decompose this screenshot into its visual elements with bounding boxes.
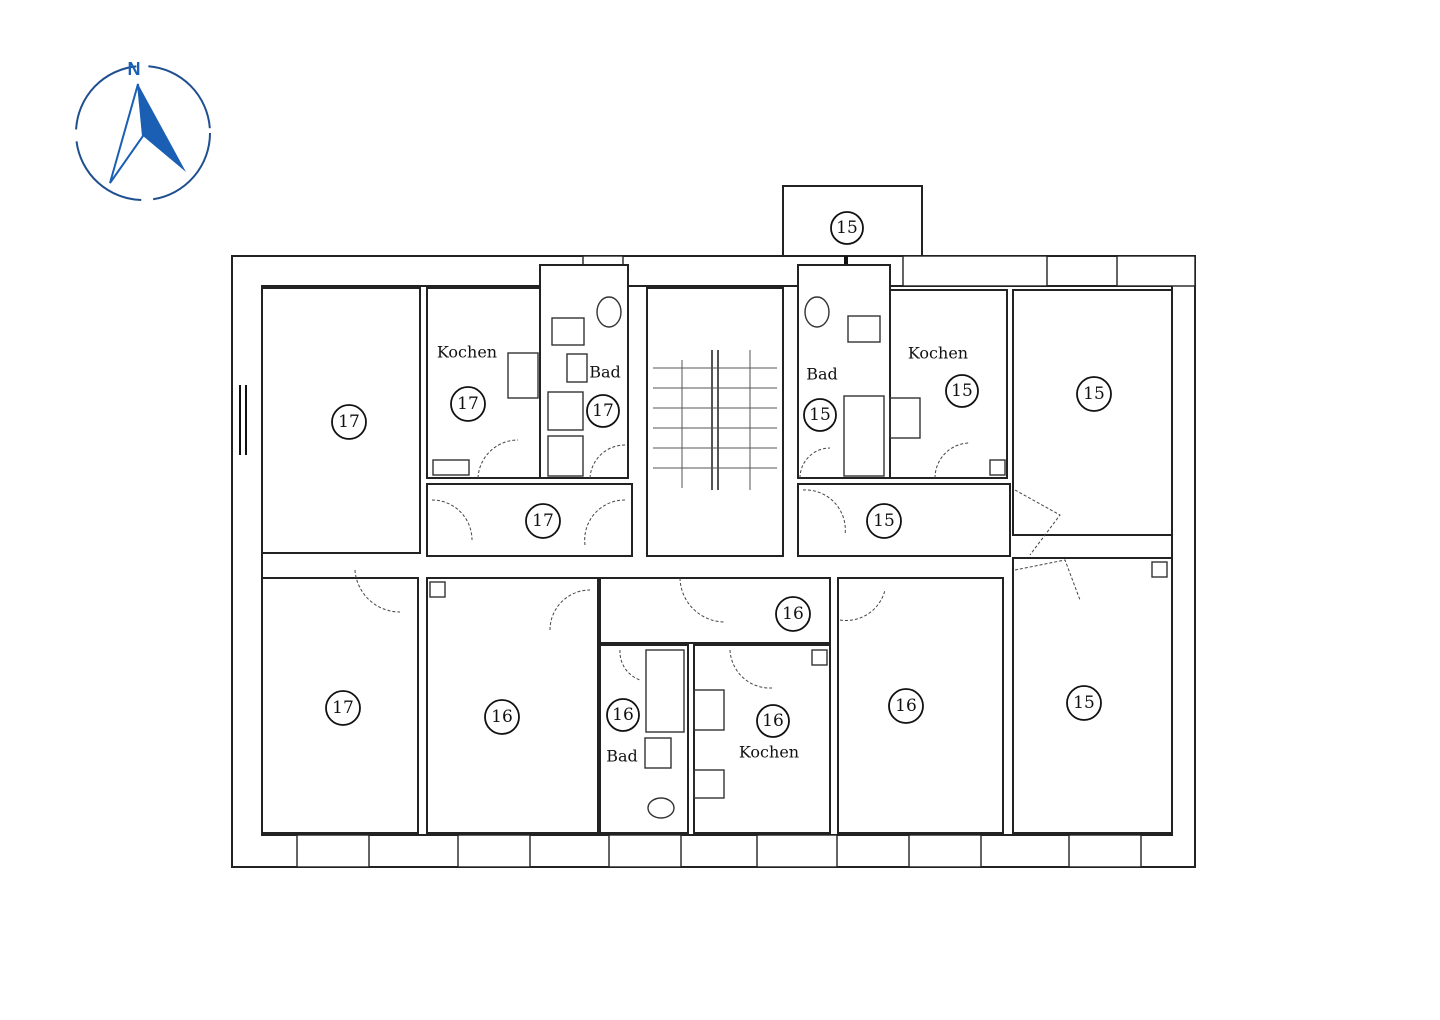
room-name: Kochen: [908, 344, 968, 363]
area-label: 17: [338, 412, 360, 432]
area-label: 15: [809, 405, 831, 425]
room-name: Bad: [589, 363, 621, 382]
area-label: 15: [1083, 384, 1105, 404]
room-16-b: [837, 577, 1004, 834]
north-compass-icon: N: [75, 59, 211, 201]
area-label: 16: [491, 707, 513, 727]
room-name: Kochen: [437, 343, 497, 362]
room-hall-15: [797, 483, 1011, 557]
area-label: 15: [873, 511, 895, 531]
room-kitchen-16: [693, 644, 831, 834]
room-bath-16: [599, 644, 689, 834]
area-label: 15: [1073, 693, 1095, 713]
area-label: 17: [457, 394, 479, 414]
area-label: 16: [612, 705, 634, 725]
room-kitchen-17: [426, 287, 541, 479]
stairs: [653, 350, 777, 490]
room-bath-17: [539, 264, 629, 479]
area-label: 17: [592, 401, 614, 421]
area-label: 16: [782, 604, 804, 624]
room-name: Bad: [606, 747, 638, 766]
compass-north-label: N: [128, 59, 141, 79]
area-label: 15: [836, 218, 858, 238]
outer-wall: [231, 255, 1196, 868]
area-label: 17: [332, 698, 354, 718]
fixtures: [429, 296, 1168, 819]
room-labels: 15 17 Kochen 17 Bad 17 17 Bad 15 Kochen …: [325, 211, 1112, 766]
area-label: 16: [895, 696, 917, 716]
area-label: 17: [532, 511, 554, 531]
area-label: 16: [762, 711, 784, 731]
room-name: Kochen: [739, 743, 799, 762]
staircase: [646, 287, 784, 557]
area-label: 15: [951, 381, 973, 401]
room-east-top: [1012, 289, 1173, 536]
doors: [354, 439, 1081, 689]
room-name: Bad: [806, 365, 838, 384]
